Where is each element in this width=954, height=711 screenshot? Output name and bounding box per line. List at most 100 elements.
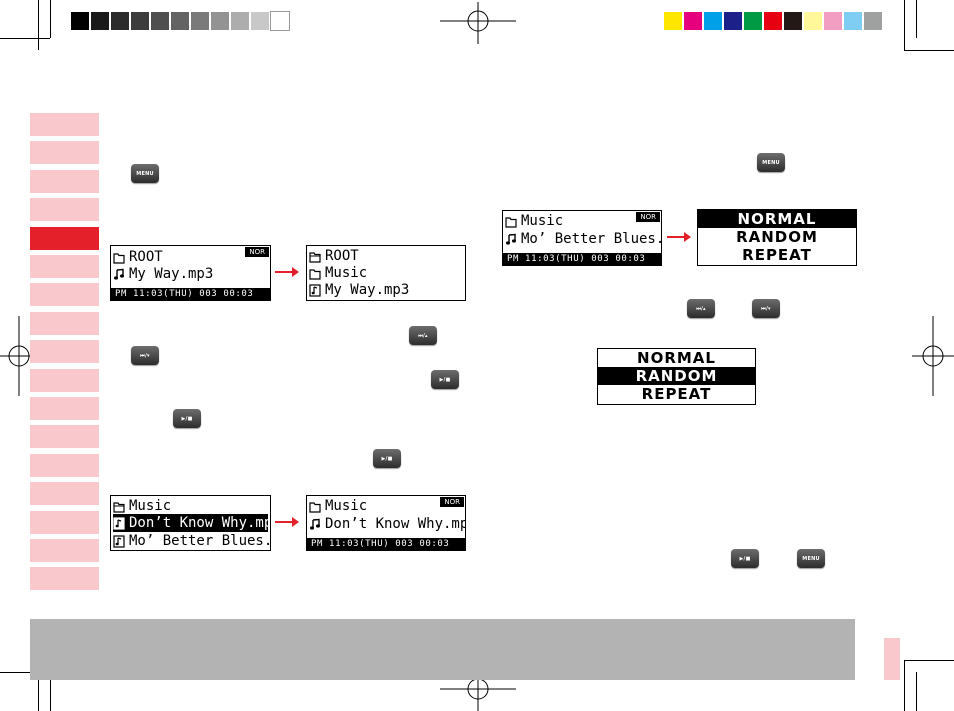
menu-button[interactable]: MENU <box>131 164 159 183</box>
section-tab <box>30 311 99 335</box>
lcd-root-expanded: ROOT Music My Way.mp3 <box>306 245 466 301</box>
lcd-row-text: Music <box>325 265 368 281</box>
folder-open-icon <box>113 501 125 513</box>
play-mode-menu: NORMAL RANDOM REPEAT <box>697 209 857 266</box>
play-mode-option-normal[interactable]: NORMAL <box>637 349 716 367</box>
lcd-row-text: Music <box>129 498 172 514</box>
color-swatch <box>784 12 802 30</box>
lcd-row: Mo’ Better Blues.mp3 <box>505 230 661 248</box>
color-swatch <box>684 12 702 30</box>
lcd-row: ROOT <box>113 248 268 266</box>
color-swatch <box>71 12 89 30</box>
color-swatch <box>211 12 229 30</box>
lcd-row-text: Music <box>325 498 368 514</box>
lcd-row-text: Mo’ Better Blues.mp3 <box>129 533 271 549</box>
section-tab <box>30 368 99 392</box>
music-file-icon <box>113 516 125 530</box>
color-swatch <box>744 12 762 30</box>
section-tab <box>30 510 99 534</box>
lcd-row: Music <box>113 497 268 515</box>
music-file-icon <box>309 283 321 297</box>
folder-icon <box>309 268 321 280</box>
section-tab <box>30 482 99 506</box>
lcd-row: Mo’ Better Blues.mp3 <box>113 532 271 550</box>
registration-mark-top <box>440 2 516 44</box>
next-up-button[interactable]: ⏭/▴ <box>409 326 437 345</box>
lcd-row: My Way.mp3 <box>113 265 268 283</box>
lcd-row-selected: Don’t Know Why.mp3 <box>113 514 271 532</box>
color-swatch <box>111 12 129 30</box>
folder-icon <box>309 501 321 513</box>
color-swatch <box>704 12 722 30</box>
color-swatch <box>724 12 742 30</box>
lcd-row-text: Music <box>521 213 564 229</box>
lcd-status-bar: PM 11:03(THU) 003 00:03 <box>503 253 661 265</box>
prev-down-button[interactable]: ⏮/▾ <box>752 299 780 318</box>
color-swatch <box>864 12 882 30</box>
section-tab <box>30 113 99 136</box>
lcd-row: Music <box>309 264 463 282</box>
page-edge-tab <box>884 638 900 680</box>
music-note-icon <box>310 518 320 530</box>
lcd-root-view: NOR ROOT My Way.mp3 PM 11:03(THU) 003 00… <box>110 245 271 301</box>
play-stop-button[interactable]: ▶/■ <box>431 370 459 389</box>
lcd-music-folder: Music Don’t Know Why.mp3 Mo’ Better Blue… <box>110 495 271 551</box>
play-mode-option-random[interactable]: RANDOM <box>736 228 818 246</box>
lcd-row-text: ROOT <box>325 248 359 264</box>
play-stop-button[interactable]: ▶/■ <box>373 449 401 468</box>
play-stop-button[interactable]: ▶/■ <box>173 409 201 428</box>
lcd-row-text: Don’t Know Why.mp3 <box>325 516 466 532</box>
section-tab-active <box>30 226 99 250</box>
color-swatch <box>91 12 109 30</box>
section-tab <box>30 397 99 420</box>
folder-open-icon <box>309 251 321 263</box>
lcd-row: ROOT <box>309 247 463 265</box>
lcd-row-text: My Way.mp3 <box>325 282 410 298</box>
color-swatch <box>231 12 249 30</box>
lcd-playing: NOR Music Don’t Know Why.mp3 PM 11:03(TH… <box>306 495 466 551</box>
section-tab <box>30 283 99 307</box>
lcd-right-view: NOR Music Mo’ Better Blues.mp3 PM 11:03(… <box>502 210 662 266</box>
color-swatch <box>804 12 822 30</box>
arrow-icon <box>275 267 299 277</box>
play-mode-option-repeat[interactable]: REPEAT <box>641 385 712 403</box>
arrow-icon <box>275 517 299 527</box>
registration-mark-right <box>912 316 954 396</box>
music-note-icon <box>506 233 516 245</box>
play-mode-option-normal[interactable]: NORMAL <box>698 210 856 228</box>
play-mode-option-random[interactable]: RANDOM <box>598 367 755 385</box>
music-file-icon <box>113 534 125 548</box>
color-swatch <box>764 12 782 30</box>
section-tab <box>30 340 99 364</box>
lcd-status-bar: PM 11:03(THU) 003 00:03 <box>307 538 465 550</box>
color-swatch <box>270 11 290 31</box>
footer-band <box>30 619 855 680</box>
color-swatch <box>824 12 842 30</box>
section-tab <box>30 141 99 165</box>
color-swatch <box>131 12 149 30</box>
lcd-row: My Way.mp3 <box>309 281 463 299</box>
play-stop-button[interactable]: ▶/■ <box>731 549 759 568</box>
section-tab <box>30 567 99 591</box>
menu-button[interactable]: MENU <box>797 549 825 568</box>
next-up-button[interactable]: ⏭/▴ <box>687 299 715 318</box>
music-note-icon <box>114 268 124 280</box>
lcd-row: Don’t Know Why.mp3 <box>309 515 466 533</box>
section-tab <box>30 425 99 449</box>
lcd-row-text: Mo’ Better Blues.mp3 <box>521 231 661 247</box>
section-tab <box>30 539 99 562</box>
color-swatch <box>171 12 189 30</box>
lcd-status-bar: PM 11:03(THU) 003 00:03 <box>111 288 270 300</box>
prev-down-button[interactable]: ⏮/▾ <box>131 346 159 365</box>
section-tab <box>30 169 99 193</box>
play-mode-badge: NOR <box>636 212 660 222</box>
play-mode-option-repeat[interactable]: REPEAT <box>742 246 812 264</box>
lcd-row: Music <box>309 497 463 515</box>
section-tab <box>30 453 99 477</box>
menu-button[interactable]: MENU <box>757 153 785 172</box>
color-swatch <box>251 12 269 30</box>
color-swatch <box>664 12 682 30</box>
play-mode-badge: NOR <box>440 497 464 507</box>
lcd-row-text: Don’t Know Why.mp3 <box>129 515 271 531</box>
lcd-row: Music <box>505 212 659 230</box>
